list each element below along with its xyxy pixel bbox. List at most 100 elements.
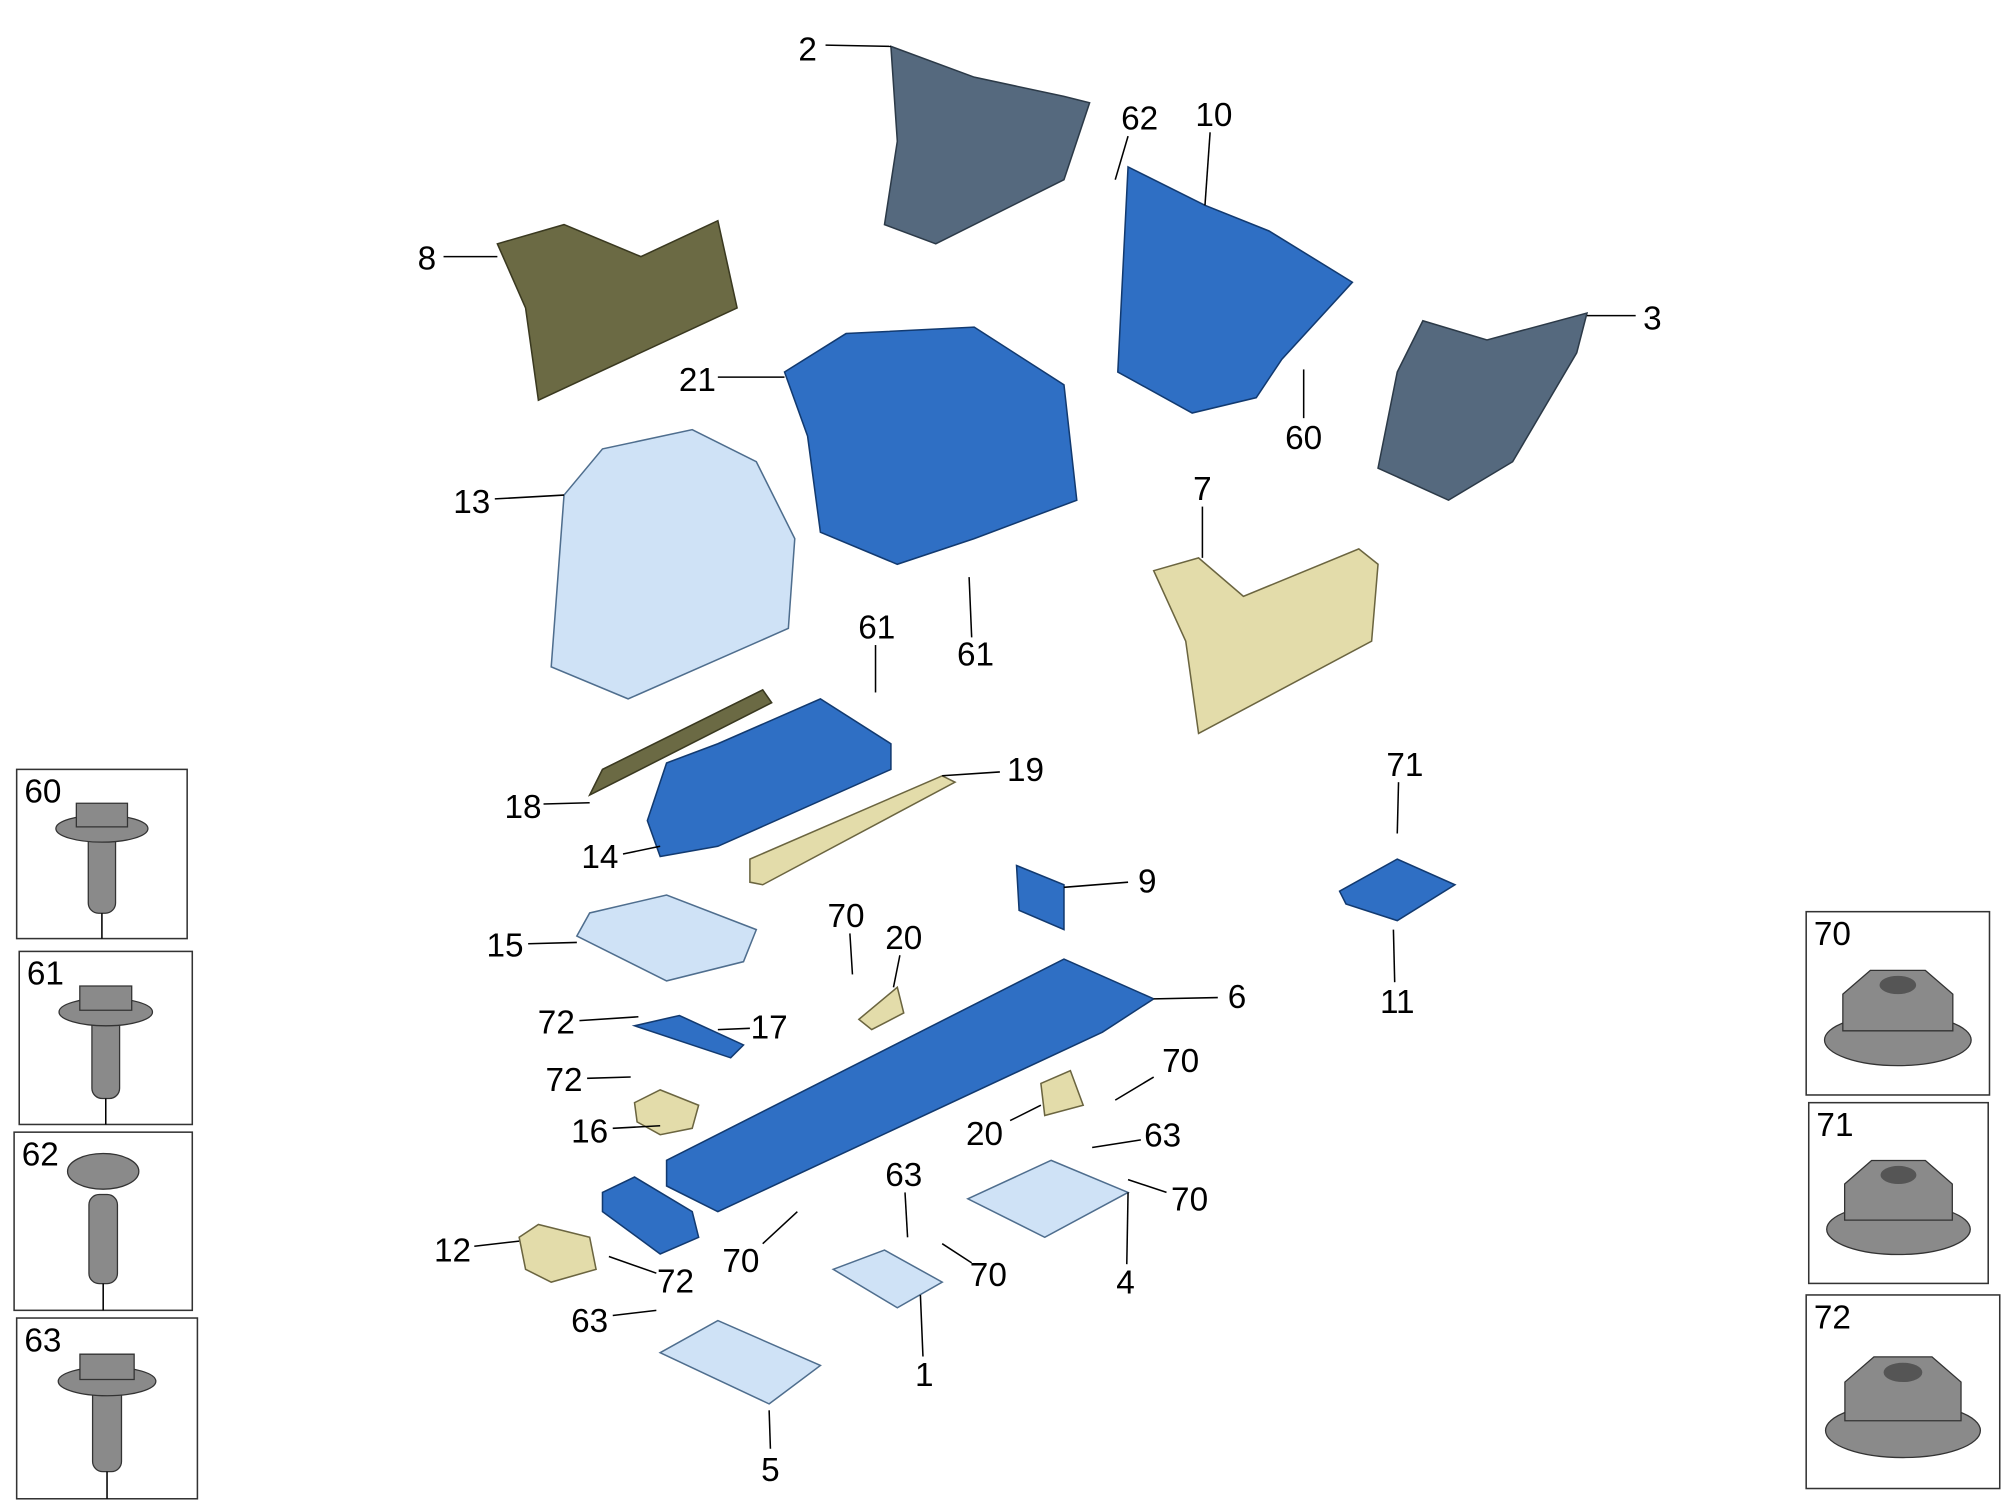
- leader-line: [1092, 1139, 1142, 1149]
- callout-72: 72: [545, 1062, 582, 1099]
- leader-line: [717, 1027, 750, 1031]
- fastener-inset-72: 72: [1805, 1294, 2001, 1490]
- part-6-rail-assembly: [665, 958, 1156, 1213]
- part-14-tray: [646, 698, 892, 858]
- callout-10: 10: [1195, 97, 1232, 134]
- callout-16: 16: [571, 1113, 608, 1150]
- callout-70: 70: [970, 1257, 1007, 1294]
- leader-line: [579, 1016, 639, 1022]
- callout-60: 60: [1285, 420, 1322, 457]
- callout-72: 72: [657, 1263, 694, 1300]
- part-20-bracket-a: [857, 985, 905, 1031]
- callout-6: 6: [1228, 979, 1247, 1016]
- leader-line: [1204, 132, 1211, 206]
- callout-8: 8: [418, 240, 437, 277]
- parts: [496, 45, 1589, 1405]
- fastener-inset-71: 71: [1807, 1101, 1989, 1285]
- callout-17: 17: [751, 1010, 788, 1047]
- leader-line: [919, 1294, 924, 1357]
- callout-12: 12: [434, 1233, 471, 1270]
- callout-20: 20: [885, 920, 922, 957]
- callout-61: 61: [957, 637, 994, 674]
- callout-62: 62: [1121, 101, 1158, 138]
- leader-line: [1063, 881, 1129, 889]
- callout-3: 3: [1643, 301, 1662, 338]
- leader-line: [1396, 782, 1400, 834]
- leader-line: [1126, 1192, 1129, 1265]
- callout-72: 72: [538, 1004, 575, 1041]
- callout-70: 70: [1162, 1043, 1199, 1080]
- fastener-inset-62: 62: [13, 1131, 194, 1312]
- part-9-bracket: [1015, 864, 1065, 931]
- callout-20: 20: [966, 1116, 1003, 1153]
- leader-line: [904, 1192, 909, 1238]
- leader-line: [543, 801, 590, 805]
- callout-11: 11: [1380, 984, 1415, 1021]
- callout-15: 15: [487, 928, 524, 965]
- part-12-motor: [518, 1223, 597, 1283]
- callout-13: 13: [453, 484, 490, 521]
- callout-9: 9: [1138, 863, 1157, 900]
- fastener-inset-63: 63: [15, 1317, 199, 1500]
- part-11-bracket: [1338, 858, 1457, 922]
- part-19-strip: [749, 774, 957, 886]
- hex-head-icon: [79, 985, 133, 1011]
- hex-head-icon: [75, 802, 129, 828]
- callout-71: 71: [1386, 747, 1423, 784]
- callout-63: 63: [1144, 1117, 1181, 1154]
- part-8-side-trim: [496, 219, 738, 402]
- part-4-plate: [966, 1159, 1130, 1239]
- screw-head-icon: [66, 1152, 140, 1190]
- leader-line: [1153, 996, 1218, 1000]
- callout-63: 63: [571, 1303, 608, 1340]
- part-10-front-panel: [1117, 165, 1354, 414]
- leader-line: [825, 44, 891, 48]
- callout-70: 70: [722, 1243, 759, 1280]
- inset-label-60: 60: [24, 774, 61, 811]
- part-17-bracket: [631, 1014, 745, 1059]
- leader-lines: [443, 44, 1636, 1449]
- callout-7: 7: [1193, 471, 1212, 508]
- inset-label-70: 70: [1814, 916, 1851, 953]
- leader-line: [941, 1243, 973, 1264]
- leader-line: [768, 1410, 772, 1449]
- callout-70: 70: [828, 898, 865, 935]
- part-15-cover: [575, 894, 758, 982]
- part-2-side-panel: [883, 45, 1091, 245]
- part-5-plate: [658, 1319, 822, 1405]
- leader-line: [494, 494, 565, 500]
- leader-line: [1392, 929, 1396, 983]
- part-21-console-body: [783, 326, 1078, 566]
- part-1-plate: [831, 1249, 944, 1309]
- leader-line: [474, 1240, 520, 1248]
- part-3-side-cover: [1377, 311, 1589, 502]
- leader-line: [528, 941, 577, 945]
- leader-line: [587, 1076, 631, 1080]
- leader-line: [968, 577, 973, 638]
- bolt-shank-icon: [88, 1193, 119, 1285]
- part-7-trim-panel: [1152, 548, 1379, 735]
- callout-63: 63: [885, 1157, 922, 1194]
- part-16-module: [633, 1089, 700, 1136]
- callout-5: 5: [761, 1452, 780, 1489]
- part-20-bracket-b: [1040, 1069, 1085, 1117]
- callout-19: 19: [1007, 752, 1044, 789]
- fastener-inset-60: 60: [15, 768, 188, 940]
- leader-line: [1114, 1076, 1155, 1101]
- callout-1: 1: [915, 1357, 934, 1394]
- leader-line: [622, 845, 661, 855]
- inset-label-72: 72: [1814, 1299, 1851, 1336]
- leader-line: [608, 1255, 657, 1274]
- inset-label-71: 71: [1816, 1107, 1853, 1144]
- callout-61: 61: [858, 610, 895, 647]
- leader-line: [892, 955, 901, 988]
- hex-head-icon: [79, 1353, 135, 1381]
- leader-line: [1009, 1104, 1042, 1122]
- leader-line: [942, 771, 1000, 777]
- callout-18: 18: [504, 789, 541, 826]
- leader-line: [612, 1309, 657, 1317]
